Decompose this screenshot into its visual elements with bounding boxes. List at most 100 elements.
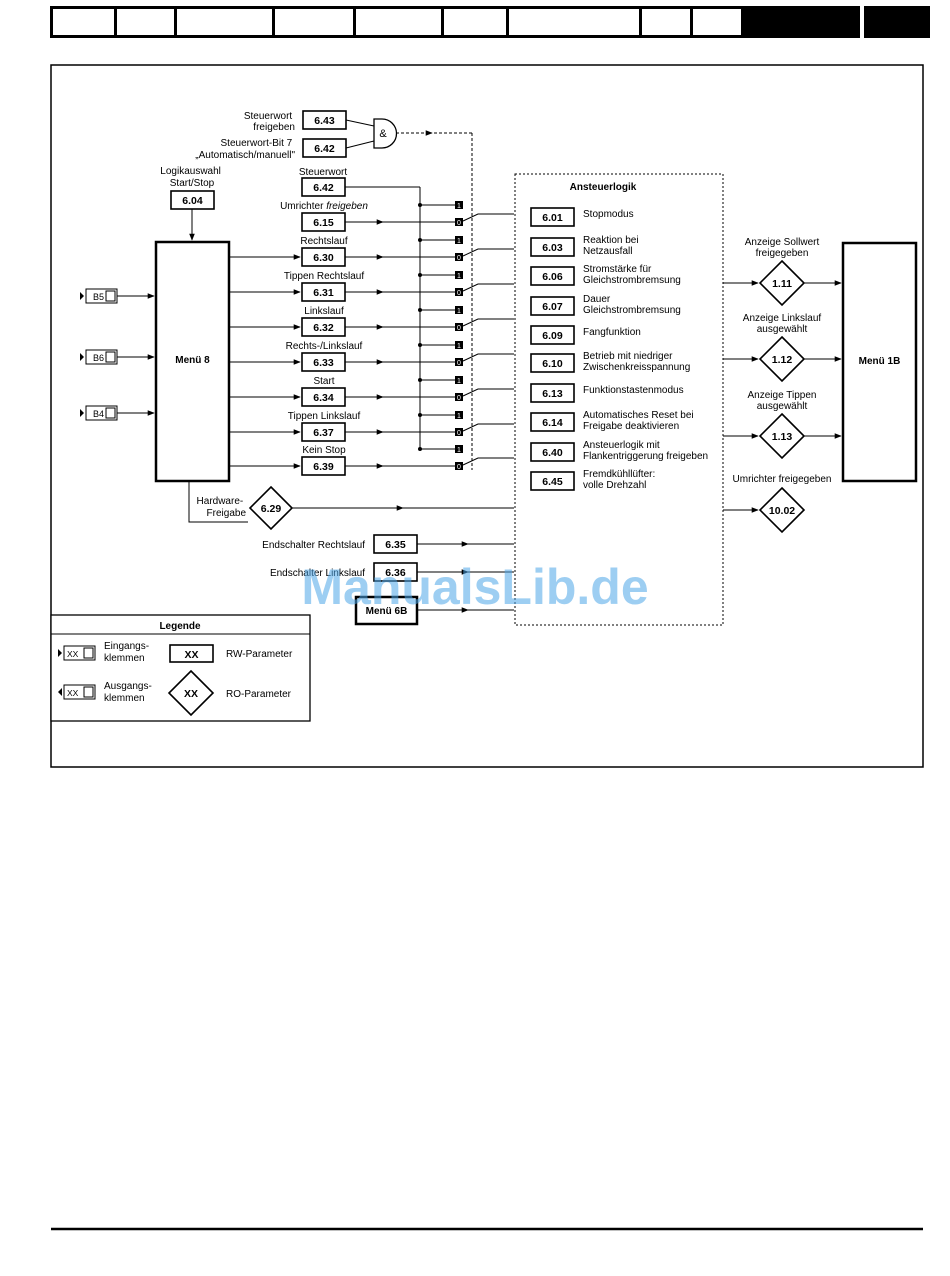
switch-input-1 [455,236,463,244]
logic-param-box[interactable] [530,325,575,345]
switch-0-label: 0 [457,290,461,297]
switch-input-1 [455,445,463,453]
logic-param-value: 6.14 [542,417,563,429]
switch-0-label: 0 [457,464,461,471]
watermark: ManualsLib.de [301,559,648,615]
logic-param-box[interactable] [530,471,575,491]
switch-input-1 [455,306,463,314]
rw-param-label: Tippen Linkslauf [288,411,361,422]
legend-ro-xx: XX [184,688,198,700]
switch-input-0 [455,218,463,226]
nav-tab-2[interactable] [117,9,174,35]
switch-output [462,248,514,257]
legend-rw-xx: XX [184,649,198,661]
ro-param-diamond[interactable] [758,412,806,460]
logic-param-value: 6.01 [542,212,563,224]
logic-param-box[interactable] [530,237,575,257]
logic-param-box[interactable] [530,442,575,462]
param-value-6-35: 6.35 [385,539,406,551]
rw-param-label: Umrichter freigeben [280,201,368,212]
switch-input-0 [455,393,463,401]
legend-output-xx: XX [67,688,79,698]
output-param-value: 1.11 [772,278,792,290]
logic-param-box[interactable] [530,207,575,227]
param-value-6-36: 6.36 [385,567,406,579]
rw-param-label: Linkslauf [304,306,344,317]
nav-tab-active[interactable] [864,6,930,38]
param-value-6-42: 6.42 [313,182,334,194]
logic-item: 6.45 Fremdkühllüfter:volle Drehzahl [530,469,655,491]
switch-input-1 [455,271,463,279]
terminal-b5-label: B5 [93,292,104,302]
switch-input-1 [455,411,463,419]
ro-param-diamond[interactable] [758,486,806,534]
legend-output-label: Ausgangs- klemmen [104,681,155,704]
ro-param-diamond[interactable] [758,259,806,307]
rw-param-label: Kein Stop [302,445,346,456]
switch-0-label: 0 [457,395,461,402]
menu-8-block[interactable] [154,240,231,483]
switch-output [462,283,514,292]
switch-1-label: 1 [457,308,461,315]
output-param-value: 1.13 [772,431,793,443]
logic-param-box[interactable] [530,412,575,432]
ro-param-6-29[interactable] [248,485,294,531]
logic-select-section: Logikauswahl Start/Stop 6.04 [160,166,223,241]
logic-param-value: 6.45 [542,476,563,488]
switch-1-label: 1 [457,238,461,245]
switch-1-label: 1 [457,378,461,385]
nav-tab-3[interactable] [177,9,272,35]
switch-0-label: 0 [457,360,461,367]
nav-tab-5[interactable] [356,9,441,35]
legend-input-label: Eingangs- klemmen [104,641,152,664]
nav-tab-7[interactable] [509,9,639,35]
legend-title: Legende [159,621,201,632]
logic-param-value: 6.07 [542,301,563,313]
logic-item-label: Funktionstastenmodus [583,385,684,396]
ro-param-diamond[interactable] [758,335,806,383]
logic-param-value: 6.40 [542,447,563,459]
logic-item-label: Stopmodus [583,209,634,220]
logic-param-box[interactable] [530,266,575,286]
logic-param-box[interactable] [530,296,575,316]
switch-input-0 [455,358,463,366]
terminal-b6-label: B6 [93,353,104,363]
nav-tab-8[interactable] [642,9,690,35]
and-gate-ampersand: & [379,128,387,140]
legend-ro-label: RO-Parameter [226,689,292,700]
switch-input-0 [455,288,463,296]
menu-1b-block[interactable] [841,241,918,483]
ansteuerlogik-title: Ansteuerlogik [570,182,637,193]
logic-param-value: 6.10 [542,358,563,370]
nav-tab-1[interactable] [53,9,114,35]
logic-select-label: Logikauswahl Start/Stop [160,166,223,189]
param-value-6-43: 6.43 [314,115,335,127]
rw-param-label: Tippen Rechtslauf [284,271,364,282]
logic-param-box[interactable] [530,383,575,403]
logic-item-label: Fremdkühllüfter:volle Drehzahl [583,469,655,491]
switch-0-label: 0 [457,255,461,262]
rw-param-value: 6.32 [313,322,334,334]
switch-0-label: 0 [457,430,461,437]
nav-tab-9[interactable] [693,9,741,35]
nav-tab-6[interactable] [444,9,506,35]
nav-tab-4[interactable] [275,9,353,35]
switch-1-label: 1 [457,203,461,210]
switch-1-label: 1 [457,273,461,280]
terminal-b4-label: B4 [93,409,104,419]
limit-switch-section: Endschalter Rechtslauf 6.35 Endschalter … [262,534,514,626]
logic-param-box[interactable] [530,353,575,373]
param-value-6-29: 6.29 [261,503,282,515]
